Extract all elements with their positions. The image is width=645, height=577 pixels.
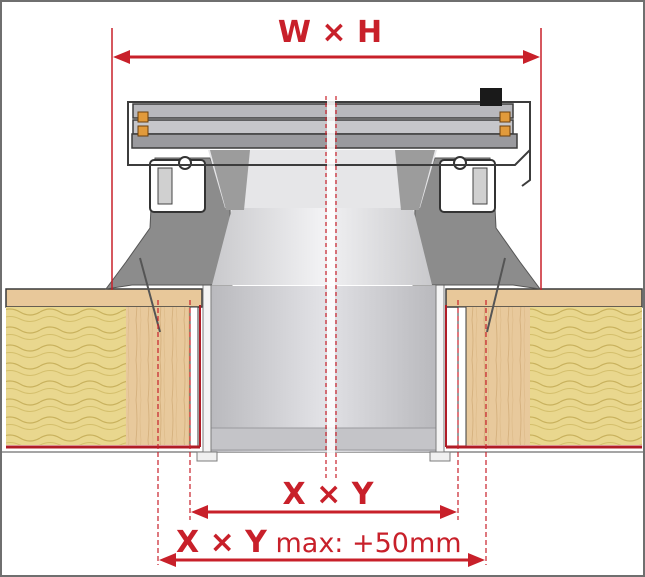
dimension-w-h <box>111 28 542 290</box>
side-hardware <box>149 156 496 213</box>
glazing-unit <box>127 88 531 187</box>
ceiling-board <box>6 305 642 449</box>
dimension-w-h-label: W × H <box>278 15 382 50</box>
dimension-x-y-max-main: X × Y <box>176 525 268 560</box>
dimension-x-y-max-label: X × Y max: +50mm <box>176 525 462 560</box>
dimension-x-y-max <box>159 553 485 567</box>
extension-lines <box>157 300 487 565</box>
shaft-bottom-trim <box>209 427 437 451</box>
insulation-right <box>457 306 642 448</box>
motor-box-icon <box>480 88 502 106</box>
shaft-wall-left <box>202 281 212 459</box>
dimension-x-y-label: X × Y <box>283 477 375 512</box>
dimension-x-y <box>191 505 457 519</box>
insulation-left <box>6 306 199 448</box>
light-shaft-lower <box>210 286 436 452</box>
dimension-x-y-max-suffix: max: +50mm <box>267 528 462 559</box>
flashing-trims <box>139 257 506 333</box>
shaft-wall-right <box>435 281 445 459</box>
